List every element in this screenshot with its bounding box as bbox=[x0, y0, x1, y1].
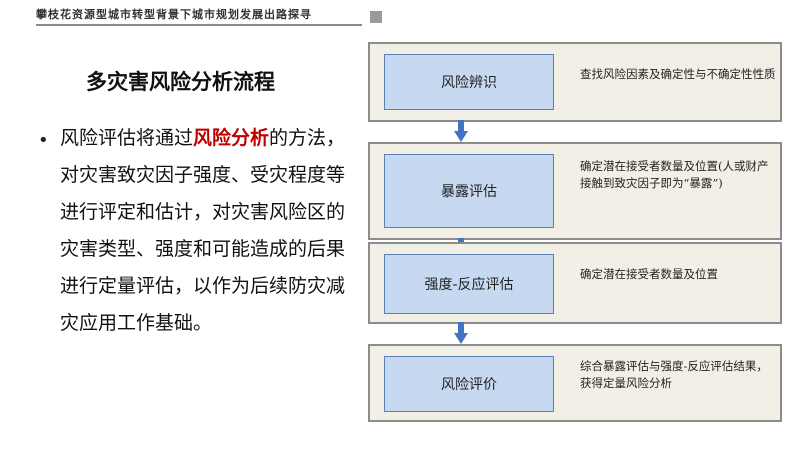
paragraph-text-before: 风险评估将通过 bbox=[60, 127, 194, 149]
slide-title: 多灾害风险分析流程 bbox=[86, 70, 275, 94]
arrow-down-icon bbox=[454, 322, 468, 344]
paragraph-text-after: 的方法，对灾害致灾因子强度、受灾程度等进行评定和估计，对灾害风险区的灾害类型、强… bbox=[60, 127, 346, 334]
stage-box-exposure-assessment: 暴露评估 bbox=[384, 154, 554, 228]
stage-risk-evaluation: 风险评价 综合暴露评估与强度-反应评估结果，获得定量风险分析 bbox=[368, 344, 782, 422]
body-paragraph: 风险评估将通过风险分析的方法，对灾害致灾因子强度、受灾程度等进行评定和估计，对灾… bbox=[60, 120, 350, 342]
stage-desc-risk-evaluation: 综合暴露评估与强度-反应评估结果，获得定量风险分析 bbox=[580, 359, 768, 390]
header-square-icon bbox=[370, 11, 382, 23]
flow-diagram: 风险辨识 查找风险因素及确定性与不确定性性质 暴露评估 确定潜在接受者数量及位置… bbox=[368, 42, 784, 422]
stage-box-intensity-response-assessment: 强度-反应评估 bbox=[384, 254, 554, 314]
stage-desc-intensity-response-assessment: 确定潜在接受者数量及位置 bbox=[580, 267, 718, 281]
stage-exposure-assessment: 暴露评估 确定潜在接受者数量及位置(人或财产接触到致灾因子即为“暴露”) bbox=[368, 142, 782, 240]
stage-intensity-response-assessment: 强度-反应评估 确定潜在接受者数量及位置 bbox=[368, 242, 782, 324]
arrow-down-icon bbox=[454, 120, 468, 142]
stage-box-risk-identification: 风险辨识 bbox=[384, 54, 554, 110]
stage-desc-risk-identification: 查找风险因素及确定性与不确定性性质 bbox=[580, 67, 776, 81]
header-title: 攀枝花资源型城市转型背景下城市规划发展出路探寻 bbox=[36, 8, 312, 21]
paragraph-highlight: 风险分析 bbox=[193, 127, 270, 149]
header-divider bbox=[36, 24, 362, 26]
stage-desc-exposure-assessment: 确定潜在接受者数量及位置(人或财产接触到致灾因子即为“暴露”) bbox=[580, 159, 769, 190]
stage-box-risk-evaluation: 风险评价 bbox=[384, 356, 554, 412]
stage-risk-identification: 风险辨识 查找风险因素及确定性与不确定性性质 bbox=[368, 42, 782, 122]
bullet-dot-icon: • bbox=[38, 130, 49, 151]
